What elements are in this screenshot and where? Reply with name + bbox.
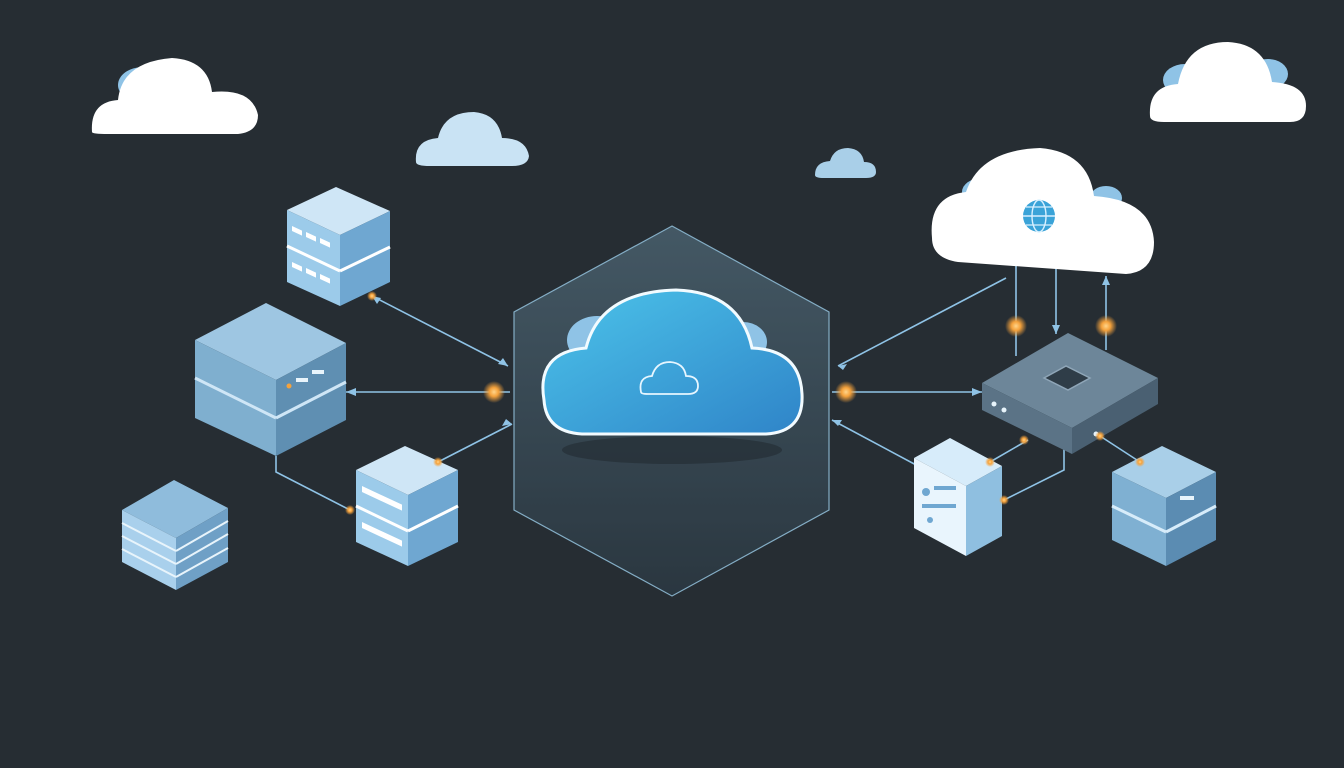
- server-mid-left: [194, 303, 347, 456]
- storage-bottom-left: [121, 480, 229, 590]
- server-stack-right: [1111, 446, 1217, 566]
- background-cloud-small-center: [415, 112, 529, 166]
- server-unit-right: [914, 438, 1002, 556]
- internet-cloud: [931, 148, 1154, 274]
- network-switch: [982, 333, 1158, 454]
- connector-glows: [345, 291, 1145, 515]
- background-cloud-tiny: [815, 148, 876, 178]
- cloud-hub: [513, 225, 830, 597]
- server-low-left: [355, 446, 459, 566]
- background-cloud-top-left: [91, 58, 258, 134]
- globe-icon: [1023, 199, 1055, 233]
- server-top-left: [286, 187, 391, 306]
- background-cloud-top-right: [1149, 42, 1306, 122]
- hub-cloud-icon: [541, 288, 804, 436]
